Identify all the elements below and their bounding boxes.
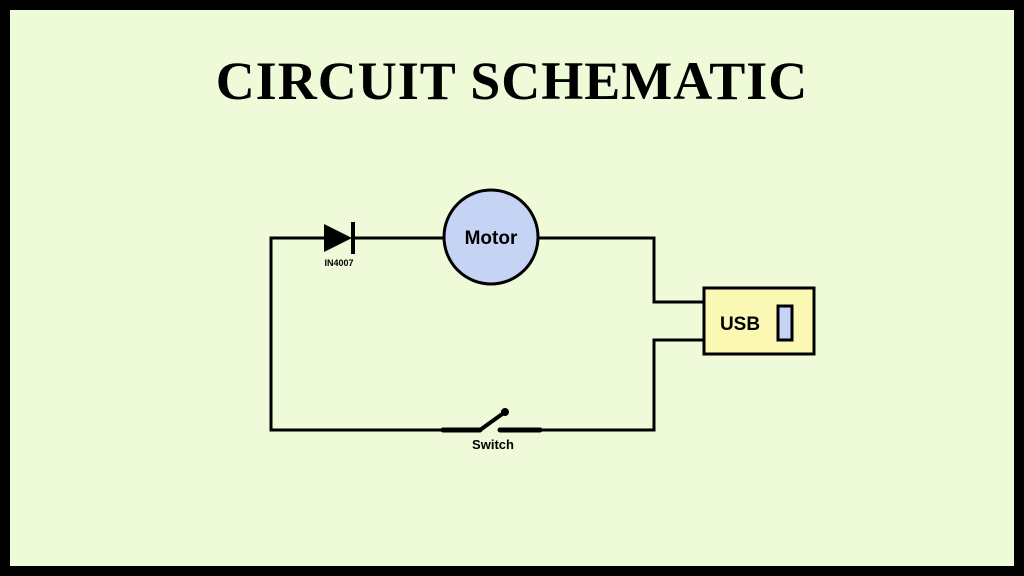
usb-label: USB [720,314,760,335]
switch-label: Switch [472,437,514,452]
usb-box [702,286,816,356]
wires [269,236,706,432]
diode-triangle [324,224,352,252]
wire-usb-switch [538,338,706,432]
motor-label: Motor [465,228,518,249]
switch: Switch [440,408,543,452]
diagram-panel [10,10,1014,566]
diode: IN4007 [324,222,355,268]
switch-lever [478,410,507,432]
motor: Motor [442,188,540,286]
motor-circle [442,188,540,286]
wire-left-top [269,236,326,432]
usb-port [776,304,794,342]
diode-label: IN4007 [324,258,353,268]
switch-contact [501,408,509,416]
diagram-title: CIRCUIT SCHEMATIC [215,51,809,111]
wire-motor-usb [536,236,706,304]
usb: USB [702,286,816,356]
